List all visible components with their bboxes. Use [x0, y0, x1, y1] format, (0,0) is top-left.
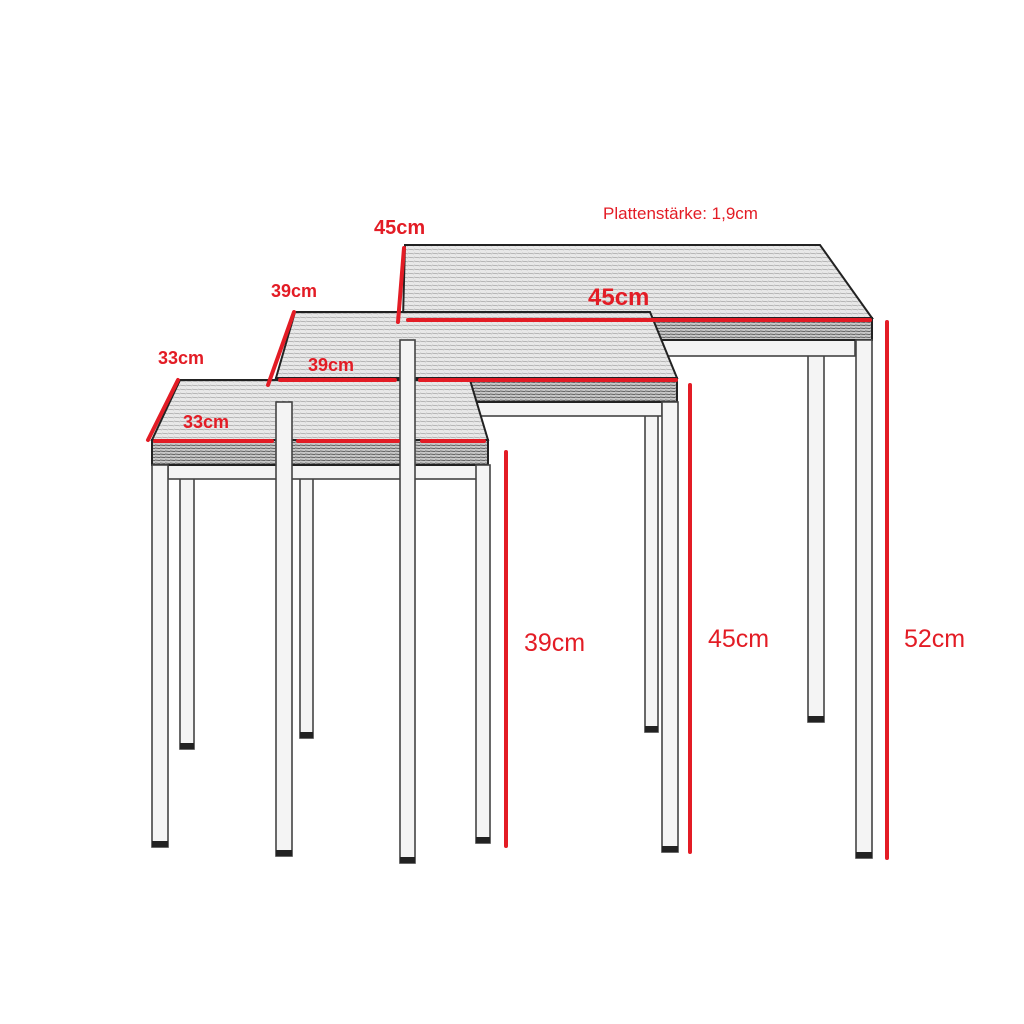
small-width-label: 33cm: [183, 412, 229, 432]
plate-thickness-label: Plattenstärke: 1,9cm: [603, 204, 758, 223]
medium-back-right-leg: [644, 399, 659, 733]
small-front-left-leg: [151, 464, 169, 848]
small-frame: [167, 464, 479, 480]
small-back-left-leg: [179, 464, 195, 750]
small-tabletop-edge: [151, 439, 489, 466]
large-front-right-leg: [855, 339, 873, 859]
large-depth-label: 45cm: [374, 217, 425, 239]
dimension-lines: [146, 246, 889, 860]
large-front-left-leg: [399, 339, 416, 864]
large-width-label: 45cm: [588, 284, 649, 311]
small-height-label: 39cm: [524, 629, 585, 657]
medium-height-label: 45cm: [708, 625, 769, 653]
medium-width-label: 39cm: [308, 355, 354, 375]
medium-depth-label: 39cm: [271, 281, 317, 301]
small-front-right-leg: [475, 464, 491, 844]
large-height-label: 52cm: [904, 625, 965, 653]
small-table: [150, 379, 491, 848]
medium-front-right-leg: [661, 401, 679, 853]
large-back-right-leg: [807, 337, 825, 723]
medium-front-left-leg: [275, 401, 293, 857]
small-depth-label: 33cm: [158, 348, 204, 368]
